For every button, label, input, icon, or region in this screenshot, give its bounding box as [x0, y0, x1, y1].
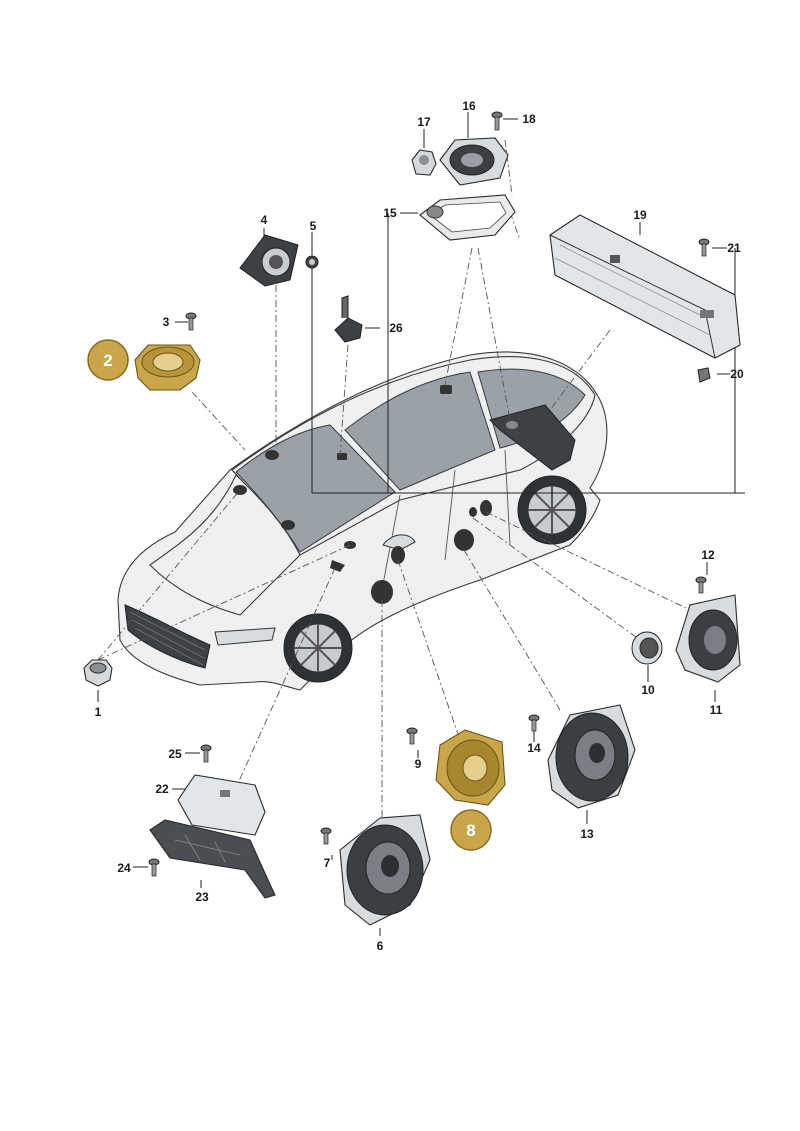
part-screw-12: [695, 576, 707, 594]
badge-8-label: 8: [466, 821, 475, 840]
part-control-unit-22: [177, 774, 266, 836]
part-screw-24: [148, 858, 160, 877]
part-tweeter-4: [239, 234, 299, 287]
callout-22: 22: [155, 782, 169, 796]
part-connector-26: [334, 295, 363, 343]
part-clip-5: [305, 255, 319, 269]
callout-5: 5: [310, 219, 317, 233]
callout-26: 26: [389, 321, 403, 335]
callout-1: 1: [95, 705, 102, 719]
badge-2: 2: [87, 339, 129, 381]
part-tweeter-10: [631, 631, 663, 665]
badge-2-label: 2: [103, 351, 112, 370]
callout-19: 19: [633, 208, 647, 222]
part-screw-9: [406, 727, 418, 745]
badge-8: 8: [450, 809, 492, 851]
callout-7: 7: [324, 856, 331, 870]
part-screw-3: [185, 312, 197, 331]
callout-17: 17: [417, 115, 431, 129]
callout-9: 9: [415, 757, 422, 771]
part-screw-14: [528, 714, 540, 732]
callout-20: 20: [730, 367, 744, 381]
callout-labels: 1 3 4 5 6 7 9 10 11 12 13 14 15 16 17 18…: [95, 99, 744, 953]
part-woofer-6: [339, 814, 431, 926]
part-nut-17: [411, 149, 437, 176]
leader-lines: [97, 112, 745, 936]
callout-6: 6: [377, 939, 384, 953]
part-screw-21: [698, 238, 710, 257]
part-screw-25: [200, 744, 212, 763]
part-speaker-11: [675, 594, 741, 683]
callout-4: 4: [261, 213, 268, 227]
callout-10: 10: [641, 683, 655, 697]
callout-3: 3: [163, 315, 170, 329]
part-screw-20: [697, 367, 711, 383]
callout-15: 15: [383, 206, 397, 220]
callout-13: 13: [580, 827, 594, 841]
callout-12: 12: [701, 548, 715, 562]
part-nut: [83, 659, 113, 687]
callout-14: 14: [527, 741, 541, 755]
part-bracket-23: [149, 819, 276, 899]
callout-16: 16: [462, 99, 476, 113]
part-speaker-2: [134, 344, 201, 391]
callout-18: 18: [522, 112, 536, 126]
part-speaker-16: [439, 137, 509, 186]
part-screw-7: [320, 827, 332, 845]
part-speaker-8: [435, 729, 506, 806]
part-gasket-15: [419, 194, 516, 241]
part-screw-18: [491, 111, 503, 131]
callout-23: 23: [195, 890, 209, 904]
car-body: [117, 351, 608, 691]
callout-25: 25: [168, 747, 182, 761]
callout-11: 11: [710, 703, 723, 717]
part-woofer-13: [547, 704, 636, 809]
callout-21: 21: [727, 241, 741, 255]
callout-24: 24: [117, 861, 131, 875]
part-amplifier-19: [549, 214, 741, 359]
